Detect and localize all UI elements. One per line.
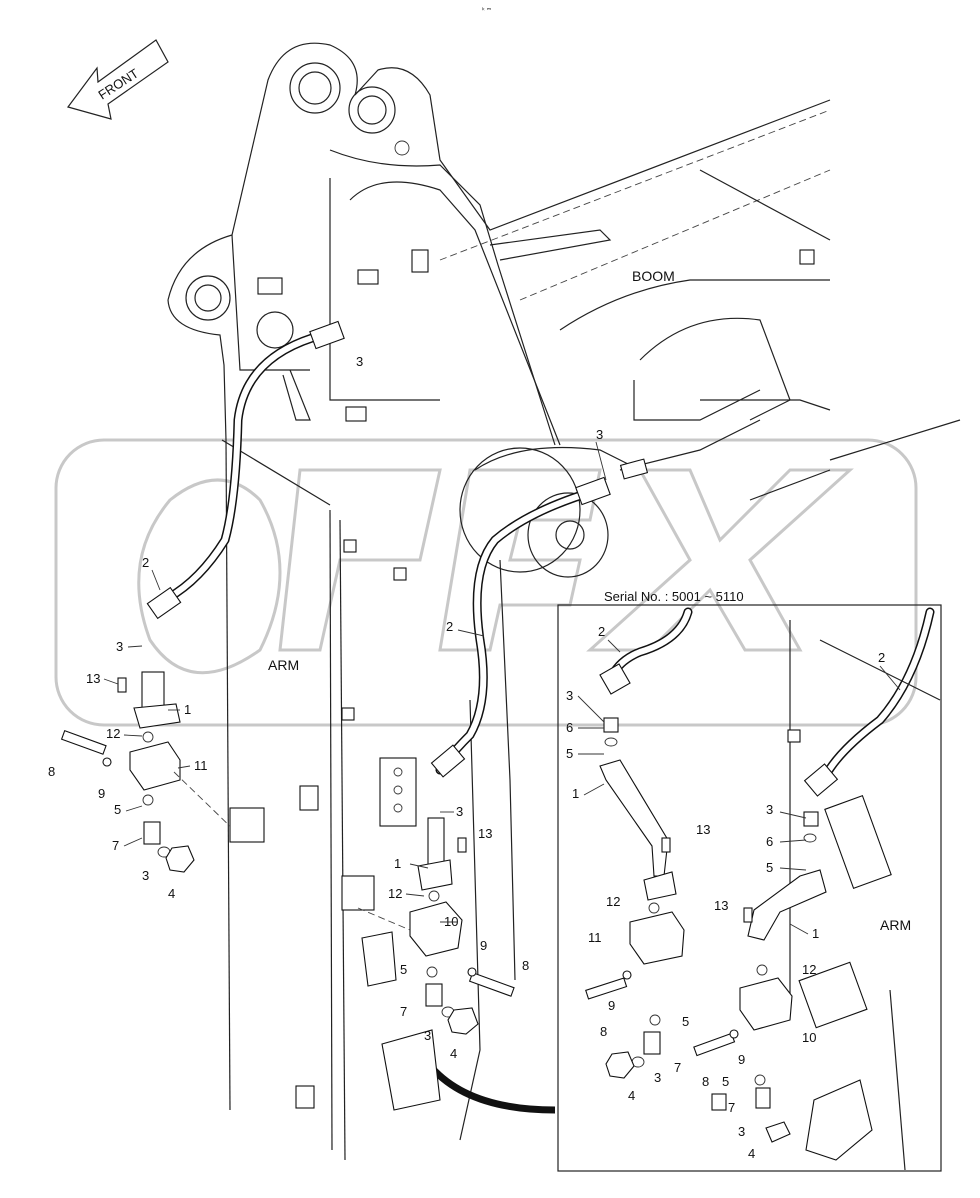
callout-12: 12 [106,726,120,741]
callout-5: 5 [722,1074,729,1089]
callout-2: 2 [446,619,453,634]
serial-inset-panel [557,604,942,1172]
callout-3: 3 [116,639,123,654]
callout-numbers-left: 2 3 13 1 12 11 8 9 5 7 3 4 [48,555,208,901]
boom-label: BOOM [632,268,675,284]
callout-9: 9 [480,938,487,953]
callout-3: 3 [356,354,363,369]
header-mark: ₖ ₘ [482,5,491,12]
callout-13: 13 [86,671,100,686]
hose-left [146,320,345,620]
callout-3: 3 [766,802,773,817]
callout-5: 5 [114,802,121,817]
serial-number-label: Serial No. : 5001 ~ 5110 [604,589,744,604]
callout-6: 6 [566,720,573,735]
boom-arm-pivot [459,446,641,578]
callout-8: 8 [48,764,55,779]
callout-13: 13 [714,898,728,913]
callout-numbers-inset: 2 3 6 5 1 13 12 11 9 8 5 7 3 4 2 3 6 5 1… [566,624,885,1161]
callout-7: 7 [728,1100,735,1115]
callout-5: 5 [766,860,773,875]
callout-4: 4 [628,1088,635,1103]
callout-13: 13 [478,826,492,841]
callout-10: 10 [802,1030,816,1045]
arm-structure [221,439,516,1161]
callout-4: 4 [450,1046,457,1061]
callout-3: 3 [654,1070,661,1085]
callout-1: 1 [572,786,579,801]
callout-11: 11 [194,758,208,773]
callout-1: 1 [184,702,191,717]
callout-3: 3 [738,1124,745,1139]
callout-9: 9 [98,786,105,801]
callout-6: 6 [766,834,773,849]
callout-2: 2 [878,650,885,665]
callout-1: 1 [394,856,401,871]
center-fitting-assembly [341,757,515,1111]
callout-12: 12 [802,962,816,977]
callout-5: 5 [566,746,573,761]
boom-structure [167,42,961,501]
callout-7: 7 [674,1060,681,1075]
leader-lines [103,441,901,935]
callout-12: 12 [388,886,402,901]
callout-8: 8 [600,1024,607,1039]
callout-3: 3 [142,868,149,883]
callout-numbers-center: 3 3 2 3 13 1 12 10 9 8 5 7 3 4 [356,354,603,1061]
callout-9: 9 [738,1052,745,1067]
hose-center [430,419,761,778]
callout-3: 3 [596,427,603,442]
callout-8: 8 [702,1074,709,1089]
callout-7: 7 [400,1004,407,1019]
callout-4: 4 [168,886,175,901]
callout-7: 7 [112,838,119,853]
callout-3: 3 [566,688,573,703]
callout-2: 2 [598,624,605,639]
callout-3: 3 [424,1028,431,1043]
arm-inset-label: ARM [880,917,911,933]
watermark-logo [54,438,918,727]
front-direction-arrow: FRONT [66,39,169,120]
callout-4: 4 [748,1146,755,1161]
callout-2: 2 [142,555,149,570]
callout-13: 13 [696,822,710,837]
callout-8: 8 [522,958,529,973]
callout-11: 11 [588,930,602,945]
callout-3: 3 [456,804,463,819]
hose-arc-bottom [429,1065,556,1114]
callout-1: 1 [812,926,819,941]
callout-12: 12 [606,894,620,909]
callout-5: 5 [682,1014,689,1029]
left-fitting-assembly [60,671,265,873]
callout-10: 10 [444,914,458,929]
callout-9: 9 [608,998,615,1013]
callout-5: 5 [400,962,407,977]
arm-label: ARM [268,657,299,673]
